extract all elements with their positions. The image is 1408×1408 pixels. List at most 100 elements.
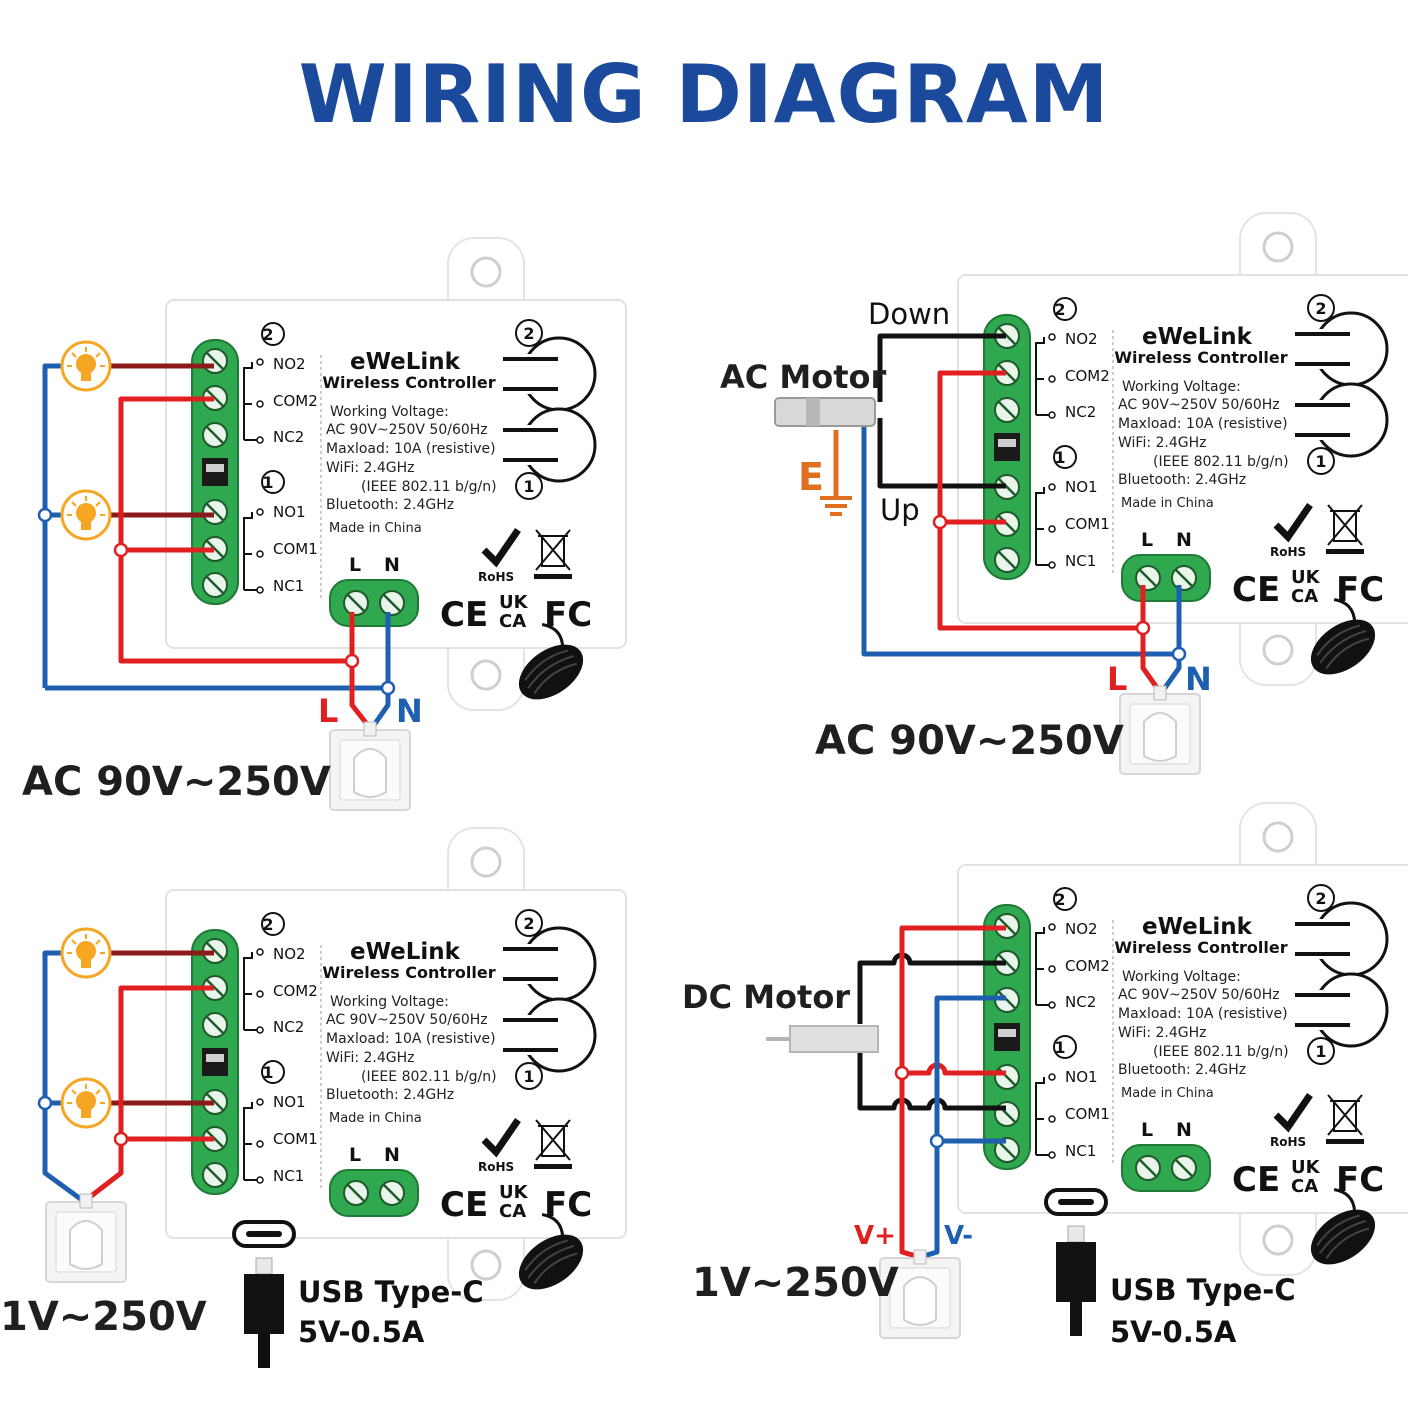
product-subtitle: Wireless Controller — [1114, 348, 1287, 367]
terminal-no1: NO1 — [273, 1093, 306, 1111]
usb-label: USB Type-C — [298, 1275, 484, 1309]
spec-wifi: WiFi: 2.4GHz — [1118, 435, 1207, 451]
spec-voltage: AC 90V~250V 50/60Hz — [326, 1012, 488, 1028]
terminal-com1: COM1 — [1065, 515, 1110, 533]
ukca-mark: CA — [499, 1201, 526, 1222]
made-in: Made in China — [1121, 1086, 1214, 1101]
down-label: Down — [868, 297, 950, 331]
controller-module: 2 1 NO2 COM2 NC2 NO1 COM1 NC1 eWeLink Wi… — [262, 914, 592, 1225]
rohs-mark: RoHS — [1270, 545, 1306, 559]
button2-number: 2 — [1315, 889, 1326, 908]
page-title: WIRING DIAGRAM — [298, 48, 1110, 141]
spec-wifi: WiFi: 2.4GHz — [326, 460, 415, 476]
spec-ieee: (IEEE 802.11 b/g/n) — [1153, 454, 1289, 470]
supply-label: 1V~250V — [692, 1260, 899, 1306]
button1-number: 1 — [523, 1067, 534, 1086]
live-label: L — [318, 692, 338, 730]
input-n: N — [384, 554, 400, 576]
made-in: Made in China — [329, 1111, 422, 1126]
terminal-no1: NO1 — [273, 503, 306, 521]
diagram-lamp-ac: L N AC 90V~250V — [22, 238, 626, 811]
usb-c-icon — [232, 1220, 296, 1370]
terminal-com1: COM1 — [273, 1130, 318, 1148]
input-l: L — [1141, 529, 1153, 551]
button1-number: 1 — [1315, 452, 1326, 471]
button1-number: 1 — [523, 477, 534, 496]
terminal-nc1: NC1 — [1065, 552, 1096, 570]
relay1-number: 1 — [1054, 448, 1065, 467]
neutral-label: N — [1185, 660, 1212, 698]
spec-bluetooth: Bluetooth: 2.4GHz — [1118, 472, 1246, 488]
supply-label: AC 90V~250V — [22, 759, 331, 805]
terminal-nc1: NC1 — [1065, 1142, 1096, 1160]
terminal-no2: NO2 — [273, 945, 306, 963]
motor-label: DC Motor — [682, 978, 850, 1016]
live-label: L — [1107, 660, 1127, 698]
product-subtitle: Wireless Controller — [1114, 938, 1287, 957]
terminal-no2: NO2 — [1065, 330, 1098, 348]
spec-voltage-label: Working Voltage: — [330, 994, 449, 1010]
lamp-icon — [60, 927, 112, 979]
supply-label: 1V~250V — [0, 1294, 207, 1340]
socket-icon — [1119, 685, 1201, 775]
terminal-com2: COM2 — [273, 392, 318, 410]
vminus-label: V- — [944, 1221, 973, 1251]
ukca-mark: UK — [1291, 1157, 1321, 1178]
input-l: L — [349, 554, 361, 576]
fcc-mark: FC — [544, 1185, 592, 1225]
ce-mark: CE — [1232, 1160, 1280, 1200]
lamp-icon — [60, 1077, 112, 1129]
terminal-com1: COM1 — [273, 540, 318, 558]
ukca-mark: UK — [1291, 567, 1321, 588]
product-subtitle: Wireless Controller — [322, 373, 495, 392]
rohs-mark: RoHS — [1270, 1135, 1306, 1149]
controller-module: 2 1 NO2 COM2 NC2 NO1 COM1 NC1 eWeLink Wi… — [1054, 889, 1384, 1200]
made-in: Made in China — [1121, 496, 1214, 511]
input-n: N — [1176, 1119, 1192, 1141]
spec-voltage-label: Working Voltage: — [1122, 969, 1241, 985]
diagram-lamp-dc: USB Type-C 5V-0.5A 1V~250V — [0, 828, 626, 1370]
relay2-number: 2 — [1054, 300, 1065, 319]
lamp-icon — [60, 489, 112, 541]
button2-number: 2 — [523, 914, 534, 933]
relay2-number: 2 — [262, 325, 273, 344]
relay1-number: 1 — [1054, 1038, 1065, 1057]
spec-voltage: AC 90V~250V 50/60Hz — [326, 422, 488, 438]
brand-name: eWeLink — [350, 939, 461, 965]
input-n: N — [1176, 529, 1192, 551]
usb-c-icon — [1044, 1188, 1108, 1338]
controller-module: 2 1 NO2 COM2 NC2 NO1 COM1 NC1 eWeLink Wi… — [262, 324, 592, 635]
spec-ieee: (IEEE 802.11 b/g/n) — [1153, 1044, 1289, 1060]
terminal-no2: NO2 — [1065, 920, 1098, 938]
terminal-com2: COM2 — [1065, 367, 1110, 385]
spec-wifi: WiFi: 2.4GHz — [1118, 1025, 1207, 1041]
vplus-label: V+ — [854, 1221, 896, 1251]
ukca-mark: CA — [1291, 586, 1318, 607]
relay2-number: 2 — [262, 915, 273, 934]
fcc-mark: FC — [544, 595, 592, 635]
socket-icon — [45, 1193, 127, 1283]
relay2-number: 2 — [1054, 890, 1065, 909]
spec-maxload: Maxload: 10A (resistive) — [1118, 416, 1288, 432]
usb-label: USB Type-C — [1110, 1273, 1296, 1307]
spec-voltage-label: Working Voltage: — [330, 404, 449, 420]
spec-voltage: AC 90V~250V 50/60Hz — [1118, 987, 1280, 1003]
fcc-mark: FC — [1336, 1160, 1384, 1200]
motor-label: AC Motor — [720, 358, 887, 396]
spec-bluetooth: Bluetooth: 2.4GHz — [326, 1087, 454, 1103]
controller-module: 2 1 NO2 COM2 NC2 NO1 COM1 NC1 eWeLink Wi… — [1054, 299, 1384, 610]
relay1-number: 1 — [262, 473, 273, 492]
socket-icon — [329, 721, 411, 811]
spec-maxload: Maxload: 10A (resistive) — [326, 441, 496, 457]
spec-voltage-label: Working Voltage: — [1122, 379, 1241, 395]
neutral-label: N — [396, 692, 423, 730]
usb-power-label: 5V-0.5A — [298, 1315, 425, 1349]
terminal-no1: NO1 — [1065, 1068, 1098, 1086]
input-l: L — [349, 1144, 361, 1166]
ce-mark: CE — [1232, 570, 1280, 610]
spec-ieee: (IEEE 802.11 b/g/n) — [361, 1069, 497, 1085]
brand-name: eWeLink — [1142, 914, 1253, 940]
rohs-mark: RoHS — [478, 570, 514, 584]
spec-maxload: Maxload: 10A (resistive) — [326, 1031, 496, 1047]
